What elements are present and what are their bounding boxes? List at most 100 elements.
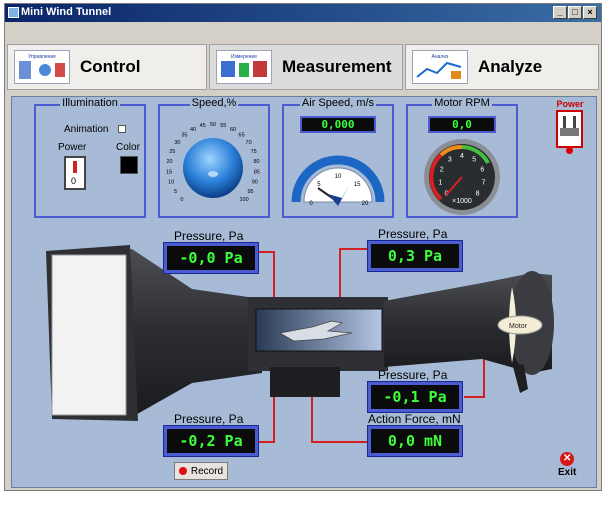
speed-tick-label: 80 (253, 159, 259, 165)
tunnel-diffuser (384, 273, 552, 373)
main-tabs: Управление Control Измерение Measurement (7, 44, 599, 90)
tab-measurement-label: Measurement (282, 57, 392, 76)
speed-tick-label: 100 (240, 197, 249, 203)
speed-tick-label: 40 (190, 127, 196, 133)
p1-label: Pressure, Pa (174, 229, 244, 243)
airspeed-tick-label: 20 (362, 201, 369, 207)
speed-tick-label: 0 (180, 197, 183, 203)
maximize-button[interactable]: □ (568, 6, 582, 19)
power-indicator-icon (566, 147, 573, 154)
rpm-tick-label: 8 (476, 191, 480, 198)
speed-tick-label: 35 (181, 133, 187, 139)
rpm-tick-label: 6 (480, 167, 484, 174)
power-toggle-switch[interactable]: 0 (64, 156, 86, 190)
record-label: Record (190, 465, 224, 477)
app-window: Mini Wind Tunnel _ □ × Управление Contro… (4, 3, 602, 491)
power-label: Power (58, 142, 87, 153)
speed-tick-label: 50 (210, 122, 216, 128)
motor-rpm-display: 0,0 (428, 116, 496, 133)
speed-title: Speed,% (189, 97, 239, 109)
motor-rpm-title: Motor RPM (432, 97, 492, 109)
airspeed-gauge-face (303, 167, 373, 203)
rpm-tick-label: 4 (460, 153, 464, 160)
exit-x-icon: ✕ (560, 452, 575, 466)
analyze-thumbnail-icon: Анализ (412, 50, 468, 84)
color-swatch[interactable] (120, 156, 138, 174)
p4-display: -0,2 Pa (163, 425, 259, 457)
rpm-tick-label: 2 (440, 167, 444, 174)
speed-tick-label: 85 (254, 170, 260, 176)
p3-connector (464, 359, 485, 398)
airspeed-display: 0,000 (300, 116, 376, 133)
airspeed-tick-label: 10 (335, 174, 342, 180)
animation-checkbox[interactable] (118, 125, 126, 133)
speed-tick-label: 30 (174, 140, 180, 146)
airspeed-gauge: 0 5 10 15 20 (291, 155, 385, 207)
tab-control-label: Control (80, 57, 141, 76)
airspeed-tick-label: 15 (354, 182, 361, 188)
rpm-tick-label: 3 (448, 157, 452, 164)
tab-control[interactable]: Управление Control (7, 44, 207, 90)
airspeed-group: Air Speed, m/s 0,000 0 5 10 15 20 (282, 97, 394, 218)
speed-tick-label: 75 (251, 149, 257, 155)
motor-label: Motor (509, 323, 528, 330)
speed-tick-label: 70 (246, 140, 252, 146)
rpm-tick-label: 1 (438, 179, 442, 186)
measurement-thumb-caption: Измерение (231, 54, 257, 60)
p4-label: Pressure, Pa (174, 412, 244, 426)
tab-measurement[interactable]: Измерение Measurement (209, 44, 403, 90)
speed-tick-label: 90 (252, 180, 258, 186)
airspeed-gauge-arc (291, 155, 385, 203)
airspeed-title: Air Speed, m/s (299, 97, 377, 109)
animation-label: Animation (64, 124, 109, 135)
speed-tick-label: 15 (166, 170, 172, 176)
speed-tick-label: 95 (247, 189, 253, 195)
power-widget[interactable]: Power (553, 99, 587, 159)
rpm-red-zone (429, 153, 443, 201)
app-icon (8, 7, 19, 18)
wind-tunnel-diagram: Motor (46, 245, 554, 443)
control-thumb-caption: Управление (28, 54, 56, 60)
airspeed-tick-label: 0 (309, 201, 313, 207)
rpm-orange-zone (439, 144, 463, 157)
force-label: Action Force, mN (368, 412, 461, 426)
rpm-tick-label: 7 (482, 179, 486, 186)
p1-display: -0,0 Pa (163, 242, 259, 274)
balance-box (270, 367, 340, 397)
p2-label: Pressure, Pa (378, 227, 448, 241)
speed-tick-label: 10 (168, 180, 174, 186)
illumination-title: Illumination (60, 97, 120, 109)
record-dot-icon (178, 467, 187, 475)
record-button[interactable]: Record (174, 462, 228, 480)
minimize-button[interactable]: _ (553, 6, 567, 19)
p3-display: -0,1 Pa (367, 381, 463, 413)
title-bar[interactable]: Mini Wind Tunnel _ □ × (5, 4, 601, 22)
close-button[interactable]: × (583, 6, 597, 19)
exit-button[interactable]: ✕ Exit (558, 452, 576, 478)
speed-tick-label: 25 (169, 149, 175, 155)
color-label: Color (116, 142, 140, 153)
speed-tick-label: 65 (239, 133, 245, 139)
speed-knob-indicator (208, 171, 218, 177)
exit-label: Exit (558, 467, 577, 478)
speed-knob-dial[interactable] (183, 138, 243, 198)
analyze-thumb-caption: Анализ (432, 54, 450, 60)
speed-tick-label: 5 (174, 189, 177, 195)
p3-label: Pressure, Pa (378, 368, 448, 382)
p4-connector (258, 382, 275, 443)
switch-lever-icon (73, 161, 77, 173)
tab-analyze[interactable]: Анализ Analyze (405, 44, 599, 90)
p2-display: 0,3 Pa (367, 240, 463, 272)
airspeed-tick-label: 5 (317, 182, 321, 188)
inlet-honeycomb (51, 254, 127, 416)
speed-tick-label: 55 (220, 123, 226, 129)
speed-tick-label: 20 (166, 159, 172, 165)
rpm-green-zone (461, 145, 490, 165)
control-thumbnail-icon: Управление (14, 50, 70, 84)
speed-tick-label: 45 (200, 123, 206, 129)
rpm-needle (445, 176, 463, 196)
